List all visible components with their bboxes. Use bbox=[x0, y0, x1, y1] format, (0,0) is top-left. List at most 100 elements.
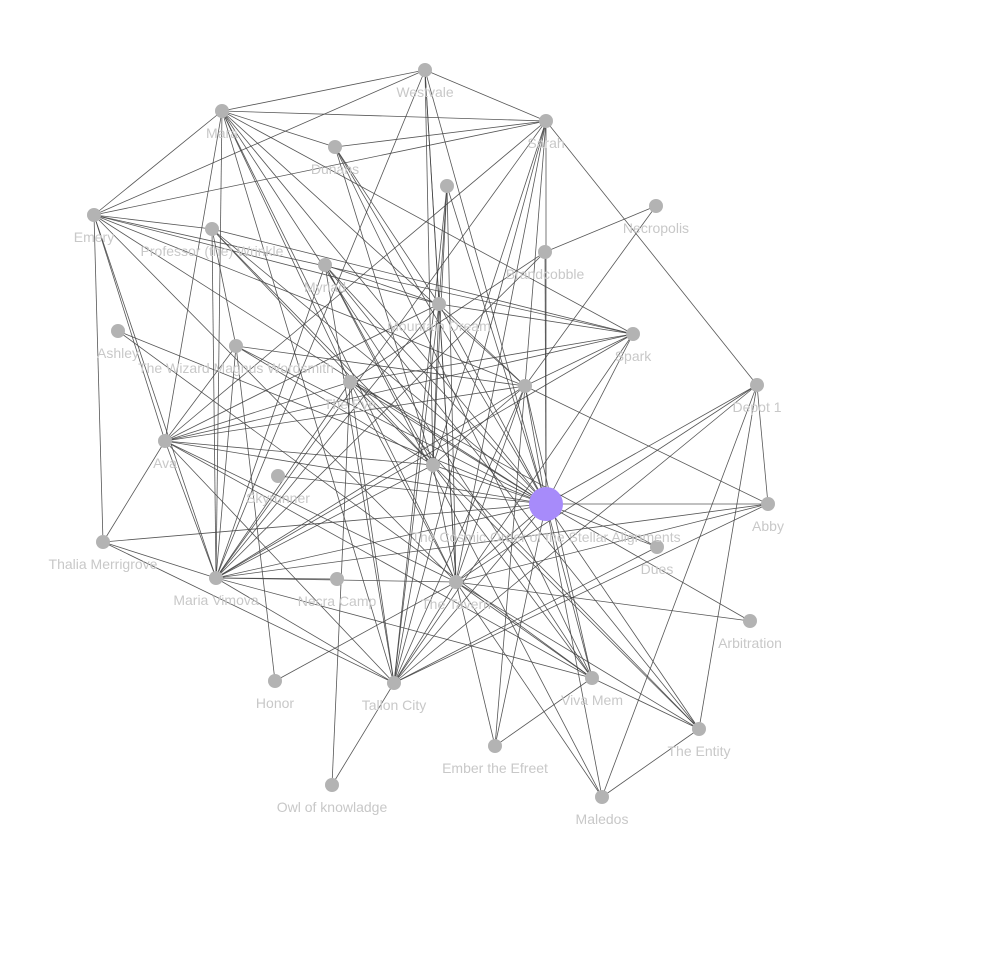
edge-depot-tavern bbox=[455, 384, 758, 583]
node-mara[interactable] bbox=[215, 104, 229, 118]
edge-myriad-entity bbox=[324, 264, 700, 730]
node-arbitration[interactable] bbox=[743, 614, 757, 628]
node-myriad[interactable] bbox=[318, 258, 332, 272]
edge-depot-center bbox=[545, 384, 758, 505]
node-label-myriad: Myriad bbox=[304, 279, 346, 295]
edge-spark-center bbox=[545, 333, 634, 505]
edge-vane-talloncity bbox=[393, 464, 434, 684]
node-label-emery: Emery bbox=[74, 229, 114, 245]
node-westvale[interactable] bbox=[418, 63, 432, 77]
node-talloncity[interactable] bbox=[387, 676, 401, 690]
node-maria[interactable] bbox=[209, 571, 223, 585]
node-honor[interactable] bbox=[268, 674, 282, 688]
edge-depot-talloncity bbox=[393, 384, 758, 684]
edge-talloncity-abby bbox=[393, 503, 769, 684]
edge-professor-maria bbox=[211, 228, 217, 579]
edge-emery-thalia bbox=[93, 214, 104, 543]
edge-vivamem-ember bbox=[494, 677, 593, 747]
edge-tavern-ember bbox=[455, 581, 496, 747]
node-bob[interactable] bbox=[518, 379, 532, 393]
edge-myriad-mountain bbox=[324, 264, 440, 305]
edge-talloncity-owl bbox=[331, 682, 395, 786]
node-label-cobblestone: Brandcobble bbox=[506, 266, 585, 282]
edge-sarah-vane bbox=[432, 120, 547, 466]
edge-vane-center bbox=[432, 464, 547, 505]
edge-theeye-center bbox=[349, 381, 547, 505]
node-vivamem[interactable] bbox=[585, 671, 599, 685]
node-abby[interactable] bbox=[761, 497, 775, 511]
node-dunans[interactable] bbox=[328, 140, 342, 154]
node-mountain[interactable] bbox=[432, 297, 446, 311]
edge-sarah-tavern bbox=[455, 120, 547, 583]
node-theeye[interactable] bbox=[343, 375, 357, 389]
node-ember[interactable] bbox=[488, 739, 502, 753]
edge-mara-ava bbox=[164, 110, 223, 442]
edge-ava-maria bbox=[164, 440, 217, 579]
edge-wizard-center bbox=[235, 345, 547, 505]
edge-vane-vivamem bbox=[432, 464, 593, 679]
edge-spark-bob bbox=[524, 333, 634, 387]
node-necropolis[interactable] bbox=[649, 199, 663, 213]
edge-bob-abby bbox=[524, 385, 769, 505]
node-dues[interactable] bbox=[650, 540, 664, 554]
edge-emery-ava bbox=[93, 214, 166, 442]
node-label-professor: Professor (the) Wrinkle bbox=[141, 243, 284, 259]
node-spark[interactable] bbox=[626, 327, 640, 341]
edge-myriad-center bbox=[324, 264, 547, 505]
edge-maria-necracamp bbox=[215, 577, 338, 580]
node-professor[interactable] bbox=[205, 222, 219, 236]
edge-westvale-emery bbox=[93, 69, 426, 216]
node-tavern[interactable] bbox=[449, 575, 463, 589]
node-emery[interactable] bbox=[87, 208, 101, 222]
edge-professor-spark bbox=[211, 228, 634, 335]
edge-mountain-maria bbox=[215, 303, 440, 579]
node-ava[interactable] bbox=[158, 434, 172, 448]
edge-theeye-tavern bbox=[349, 381, 457, 583]
edge-depot-maledos bbox=[601, 384, 758, 798]
edge-maria-abby bbox=[215, 503, 769, 579]
edge-ava-vane bbox=[164, 440, 434, 466]
node-center[interactable] bbox=[529, 487, 563, 521]
edge-mara-theeye bbox=[221, 110, 351, 383]
edge-spark-theeye bbox=[349, 333, 634, 383]
edge-nameless-talloncity bbox=[393, 185, 448, 684]
edges-layer bbox=[93, 69, 769, 798]
nodes-layer bbox=[87, 63, 775, 804]
node-entity[interactable] bbox=[692, 722, 706, 736]
edge-mara-spark bbox=[221, 110, 634, 335]
node-nameless[interactable] bbox=[440, 179, 454, 193]
edge-spark-talloncity bbox=[393, 333, 634, 684]
node-necracamp[interactable] bbox=[330, 572, 344, 586]
edge-dunans-mountain bbox=[334, 146, 440, 305]
node-label-sarah: Sarah bbox=[527, 135, 564, 151]
edge-bob-vane bbox=[432, 385, 526, 466]
edge-spark-ava bbox=[164, 333, 634, 442]
edge-sarah-ava bbox=[164, 120, 547, 442]
edge-nameless-tavern bbox=[446, 185, 457, 583]
node-label-dues: Dues bbox=[641, 561, 674, 577]
edge-tavern-abby bbox=[455, 503, 769, 583]
edge-sarah-emery bbox=[93, 120, 547, 216]
node-maledos[interactable] bbox=[595, 790, 609, 804]
edge-mara-sarah bbox=[221, 110, 547, 122]
node-owl[interactable] bbox=[325, 778, 339, 792]
edge-bob-tavern bbox=[455, 385, 526, 583]
node-depot[interactable] bbox=[750, 378, 764, 392]
node-wizard[interactable] bbox=[229, 339, 243, 353]
node-label-dunans: Dunans bbox=[311, 161, 359, 177]
edge-bob-center bbox=[524, 385, 547, 505]
node-sarah[interactable] bbox=[539, 114, 553, 128]
edge-ava-tavern bbox=[164, 440, 457, 583]
edge-thalia-talloncity bbox=[102, 541, 395, 684]
edge-ava-talloncity bbox=[164, 440, 395, 684]
node-skyrunner[interactable] bbox=[271, 469, 285, 483]
edge-myriad-talloncity bbox=[324, 264, 395, 684]
edge-bob-ava bbox=[164, 385, 526, 442]
node-ashley[interactable] bbox=[111, 324, 125, 338]
node-vane[interactable] bbox=[426, 458, 440, 472]
node-label-center: The Cosmic Order of the Stellar Alignmen… bbox=[411, 529, 680, 545]
node-thalia[interactable] bbox=[96, 535, 110, 549]
edge-center-entity bbox=[545, 503, 700, 730]
node-label-abby: Abby bbox=[752, 518, 784, 534]
node-cobblestone[interactable] bbox=[538, 245, 552, 259]
